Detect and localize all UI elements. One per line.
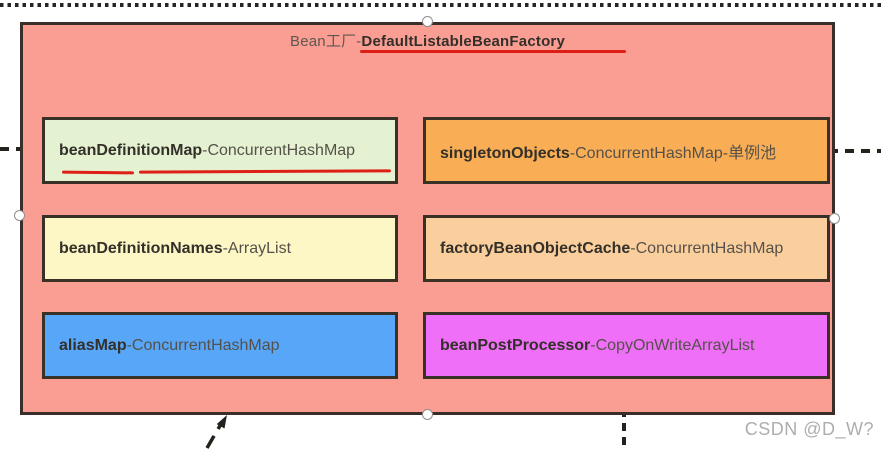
- node-label: beanDefinitionNames-ArrayList: [59, 239, 292, 257]
- node-factoryBeanObjectCache[interactable]: factoryBeanObjectCache-ConcurrentHashMap: [423, 215, 830, 282]
- connector-right-dashed[interactable]: [829, 149, 881, 153]
- node-label: factoryBeanObjectCache-ConcurrentHashMap: [440, 239, 784, 257]
- node-aliasMap[interactable]: aliasMap-ConcurrentHashMap: [42, 312, 398, 379]
- node-singletonObjects[interactable]: singletonObjects-ConcurrentHashMap-单例池: [423, 117, 830, 184]
- incoming-arrow[interactable]: [198, 414, 240, 450]
- node-label: beanPostProcessor-CopyOnWriteArrayList: [440, 336, 755, 354]
- node-label: beanDefinitionMap-ConcurrentHashMap: [59, 141, 356, 159]
- node-beanDefinitionMap[interactable]: beanDefinitionMap-ConcurrentHashMap: [42, 117, 398, 184]
- watermark: CSDN @D_W?: [744, 419, 874, 439]
- node-beanPostProcessor[interactable]: beanPostProcessor-CopyOnWriteArrayList: [423, 312, 830, 379]
- connection-handle-right[interactable]: [829, 213, 840, 224]
- bean-factory-container-node[interactable]: Bean工厂-DefaultListableBeanFactory beanDe…: [20, 22, 835, 415]
- node-label: singletonObjects-ConcurrentHashMap-单例池: [440, 144, 777, 162]
- connection-handle-top[interactable]: [422, 16, 433, 27]
- connection-handle-bottom[interactable]: [422, 409, 433, 420]
- node-label: aliasMap-ConcurrentHashMap: [59, 336, 280, 354]
- hand-drawn-underline-segment: [138, 169, 392, 174]
- arrow-head: [216, 415, 227, 429]
- factory-title-prefix: Bean工厂-: [289, 33, 362, 50]
- top-dotted-line: [0, 3, 881, 7]
- arrow-shaft: [205, 423, 223, 449]
- node-beanDefinitionNames[interactable]: beanDefinitionNames-ArrayList: [42, 215, 398, 282]
- connection-handle-left[interactable]: [14, 210, 25, 221]
- connector-bottom-dashed[interactable]: [622, 381, 626, 450]
- factory-title: Bean工厂-DefaultListableBeanFactory: [23, 30, 832, 51]
- title-red-underline: [360, 50, 626, 53]
- factory-title-classname: DefaultListableBeanFactory: [361, 33, 566, 50]
- hand-drawn-underline-segment: [61, 170, 135, 175]
